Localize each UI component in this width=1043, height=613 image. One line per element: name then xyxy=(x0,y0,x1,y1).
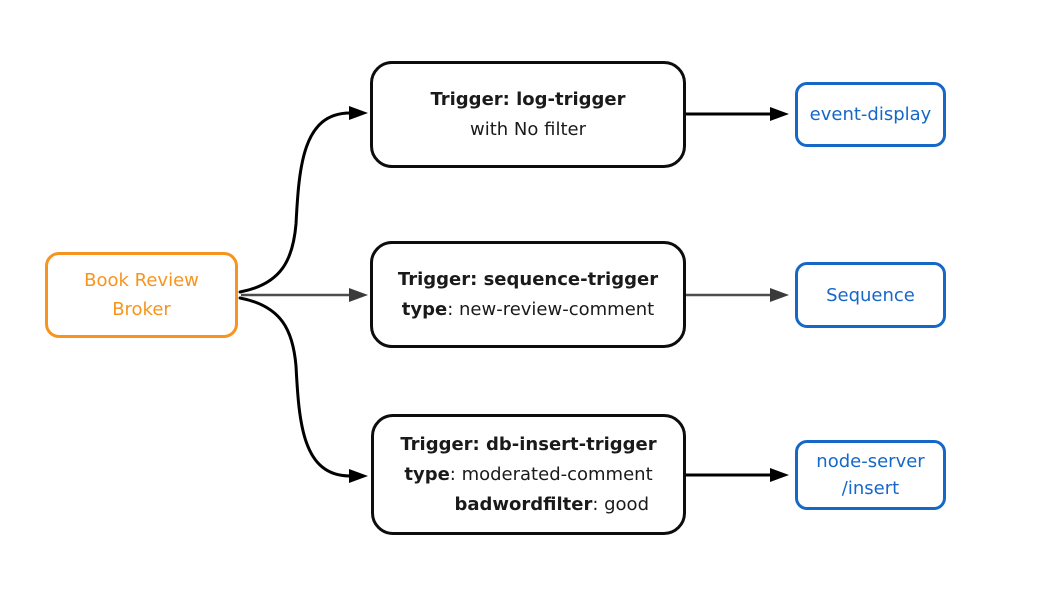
sequence-trigger-node: Trigger: sequence-trigger type: new-revi… xyxy=(370,241,686,348)
trigger-title-text: Trigger: sequence-trigger xyxy=(397,268,659,290)
filter-key: badwordfilter xyxy=(454,493,593,515)
trigger-filter-text: badwordfilter: good xyxy=(374,490,683,520)
filter-key: type xyxy=(401,298,448,320)
trigger-filter-text: type: moderated-comment xyxy=(374,460,683,490)
target-label-line: node-server xyxy=(816,451,925,472)
event-display-node: event-display xyxy=(795,82,946,147)
broker-label-line: Broker xyxy=(112,299,171,320)
trigger-title: Trigger: db-insert-trigger xyxy=(374,430,683,460)
node-server-insert-node: node-server /insert xyxy=(795,440,946,510)
trigger-title-text: Trigger: db-insert-trigger xyxy=(400,433,657,455)
target-label-line: /insert xyxy=(841,478,900,499)
log-trigger-node: Trigger: log-trigger with No filter xyxy=(370,61,686,168)
db-insert-trigger-node: Trigger: db-insert-trigger type: moderat… xyxy=(371,414,686,535)
filter-value: : good xyxy=(592,493,649,515)
sequence-node: Sequence xyxy=(795,262,946,328)
target-label: event-display xyxy=(809,104,932,125)
broker-node: Book Review Broker xyxy=(45,252,238,338)
arrow-broker-to-log-trigger xyxy=(238,106,368,294)
trigger-title: Trigger: sequence-trigger xyxy=(373,265,683,295)
filter-key: type xyxy=(404,463,450,485)
trigger-filter-value: with No filter xyxy=(470,118,586,140)
arrow-broker-to-db-insert-trigger xyxy=(238,296,368,483)
trigger-filter-text: type: new-review-comment xyxy=(373,295,683,325)
filter-value: : moderated-comment xyxy=(449,463,653,485)
broker-label-line: Book Review xyxy=(84,270,199,291)
trigger-title-text: Trigger: log-trigger xyxy=(430,88,626,110)
trigger-filter-text: with No filter xyxy=(373,115,683,145)
trigger-title: Trigger: log-trigger xyxy=(373,85,683,115)
target-label: Sequence xyxy=(826,284,915,306)
filter-value: : new-review-comment xyxy=(447,298,655,320)
